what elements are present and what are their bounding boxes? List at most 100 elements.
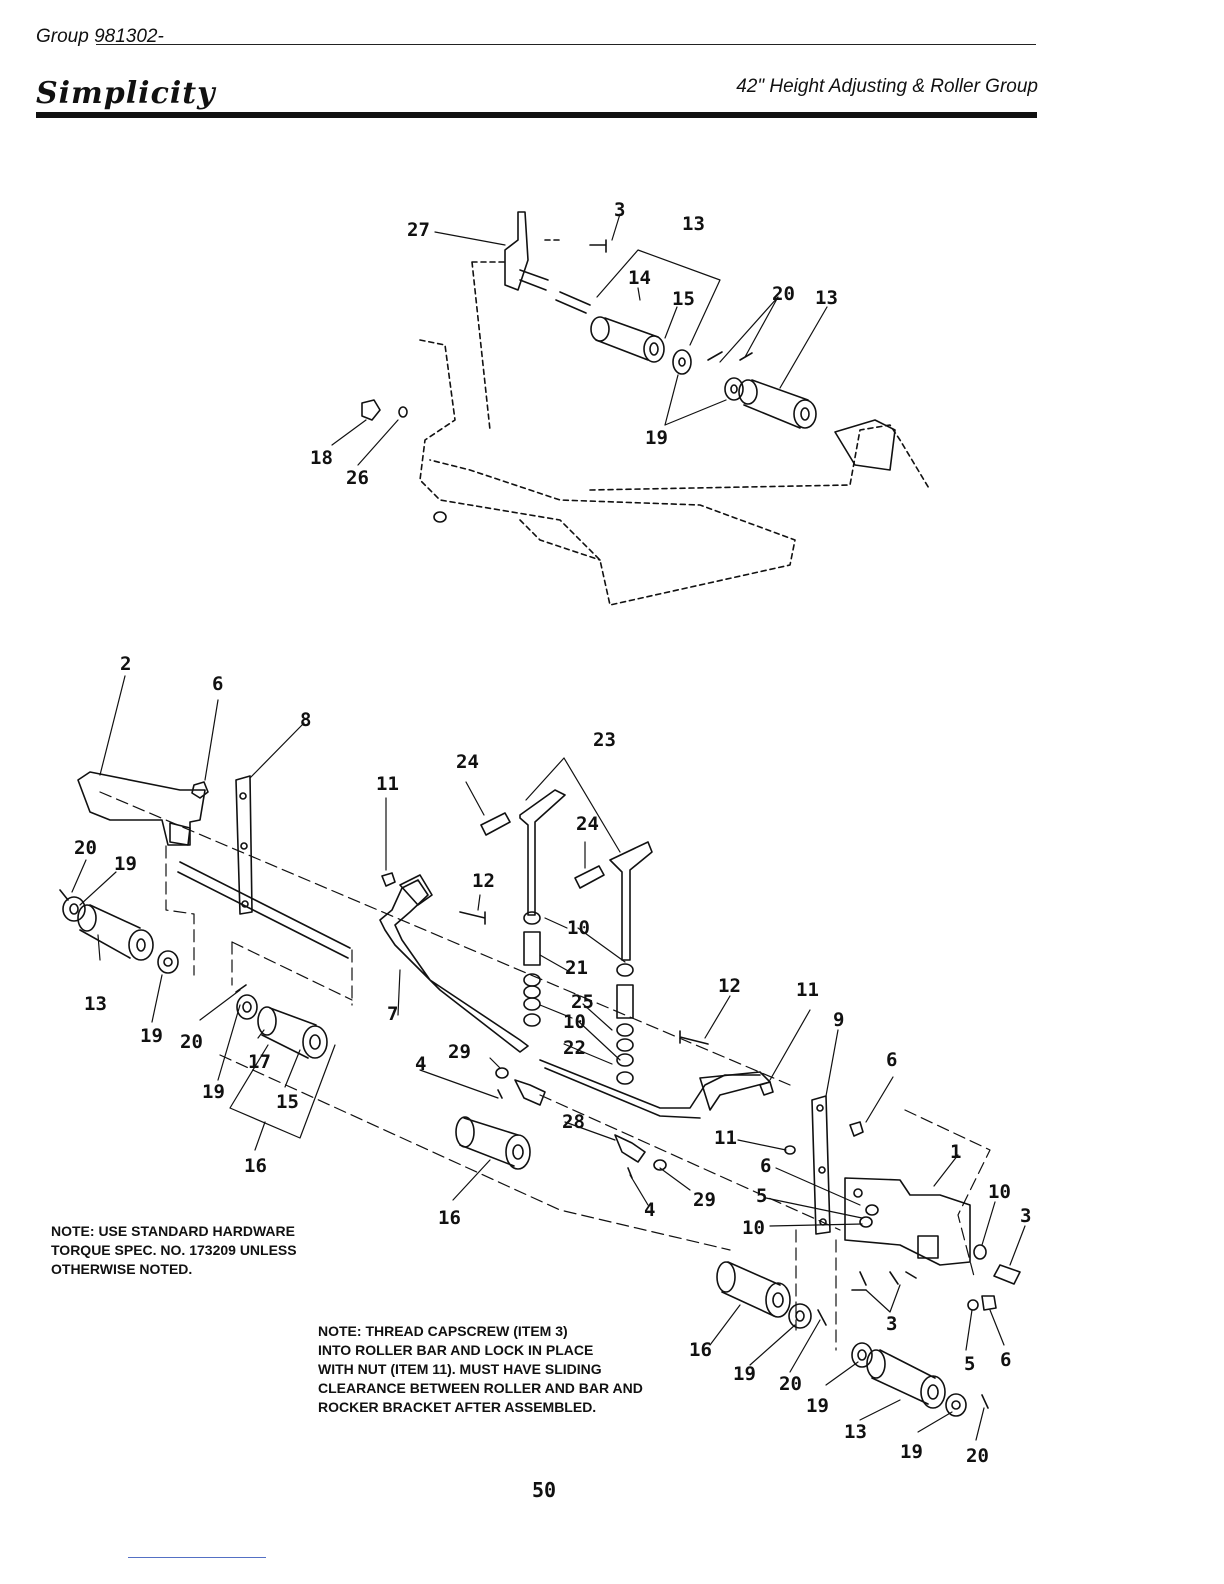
callout: 16 xyxy=(438,1207,461,1229)
roller xyxy=(59,889,179,974)
rocker-bracket xyxy=(504,211,529,291)
callout: 11 xyxy=(376,773,399,795)
bolt xyxy=(679,1030,709,1045)
callout: 3 xyxy=(1020,1205,1031,1227)
callout: 11 xyxy=(714,1127,737,1149)
handle-grip xyxy=(574,865,605,889)
callout: 20 xyxy=(966,1445,989,1467)
callout: 9 xyxy=(833,1009,844,1031)
pin xyxy=(519,269,549,291)
callout: 20 xyxy=(74,837,97,859)
capscrew xyxy=(851,1271,867,1291)
callout: 20 xyxy=(180,1031,203,1053)
roller xyxy=(738,379,817,429)
bolt xyxy=(459,911,486,925)
callout: 7 xyxy=(387,1003,398,1025)
callout: 10 xyxy=(567,917,590,939)
callout: 6 xyxy=(212,673,223,695)
washer xyxy=(495,1067,509,1079)
callout: 29 xyxy=(693,1189,716,1211)
cotter-pin xyxy=(707,351,753,361)
callout: 2 xyxy=(120,653,131,675)
callout: 29 xyxy=(448,1041,471,1063)
callout: 19 xyxy=(140,1025,163,1047)
roller xyxy=(851,1342,989,1417)
callout: 19 xyxy=(645,427,668,449)
mounting-bracket xyxy=(77,771,206,846)
callout: 20 xyxy=(779,1373,802,1395)
callout: 24 xyxy=(456,751,479,773)
end-bracket xyxy=(834,419,896,471)
roller xyxy=(590,316,665,363)
rocker-bracket xyxy=(844,1177,971,1266)
roller xyxy=(716,1261,827,1329)
footer-line xyxy=(128,1557,266,1558)
height-rod xyxy=(379,879,529,1053)
capscrew xyxy=(889,1271,917,1285)
roller-bar xyxy=(177,861,351,959)
callout: 5 xyxy=(756,1185,767,1207)
lift-handle xyxy=(609,841,653,961)
callout: 15 xyxy=(672,288,695,310)
callout: 20 xyxy=(772,283,795,305)
nut xyxy=(381,872,396,887)
callout: 13 xyxy=(815,287,838,309)
callout: 23 xyxy=(593,729,616,751)
adjuster xyxy=(614,1134,646,1163)
callout: 8 xyxy=(300,709,311,731)
roller xyxy=(235,984,328,1059)
callout: 22 xyxy=(563,1037,586,1059)
rocker-arm xyxy=(235,775,253,915)
callout: 19 xyxy=(733,1363,756,1385)
callout: 19 xyxy=(806,1395,829,1417)
callout: 27 xyxy=(407,219,430,241)
callout: 4 xyxy=(644,1199,655,1221)
callout: 10 xyxy=(988,1181,1011,1203)
callout: 25 xyxy=(571,991,594,1013)
callout: 10 xyxy=(563,1011,586,1033)
callout: 5 xyxy=(964,1353,975,1375)
group-number: 981302- xyxy=(94,26,164,47)
callout: 28 xyxy=(562,1111,585,1133)
callout: 21 xyxy=(565,957,588,979)
adjuster xyxy=(514,1079,546,1106)
callout: 26 xyxy=(346,467,369,489)
callout: 13 xyxy=(844,1421,867,1443)
callout: 16 xyxy=(689,1339,712,1361)
callout: 13 xyxy=(682,213,705,235)
washer xyxy=(724,377,744,401)
callout: 12 xyxy=(472,870,495,892)
callout: 18 xyxy=(310,447,333,469)
capscrew xyxy=(589,239,607,253)
capscrew-note: NOTE: THREAD CAPSCREW (ITEM 3) INTO ROLL… xyxy=(318,1323,643,1415)
nut xyxy=(759,1081,774,1096)
group-label-text: Group xyxy=(36,26,89,47)
callout: 6 xyxy=(760,1155,771,1177)
handle-grip xyxy=(480,812,511,836)
callout: 17 xyxy=(248,1051,271,1073)
nut xyxy=(849,1121,864,1137)
callout: 12 xyxy=(718,975,741,997)
upper-assembly xyxy=(331,211,931,606)
shaft xyxy=(555,291,591,314)
callout-labels: 27 3 13 14 15 20 13 19 18 26 2 6 8 23 24… xyxy=(74,199,1031,1467)
callout: 14 xyxy=(628,267,651,289)
nut xyxy=(361,399,381,421)
callout: 15 xyxy=(276,1091,299,1113)
lift-handle xyxy=(519,789,566,916)
rocker-arm xyxy=(811,1095,831,1235)
page-number: 50 xyxy=(532,1478,557,1502)
capscrew xyxy=(993,1264,1021,1285)
header-thick-rule xyxy=(36,112,1037,118)
callout: 1 xyxy=(950,1141,961,1163)
roller xyxy=(455,1116,531,1170)
page-title: 42" Height Adjusting & Roller Group xyxy=(736,76,1038,97)
deck-housing xyxy=(419,239,931,606)
washer xyxy=(672,349,692,375)
callout: 10 xyxy=(742,1217,765,1239)
callout: 19 xyxy=(900,1441,923,1463)
callout: 3 xyxy=(614,199,625,221)
nut xyxy=(191,781,209,799)
lower-assembly xyxy=(59,675,1026,1441)
callout: 19 xyxy=(202,1081,225,1103)
